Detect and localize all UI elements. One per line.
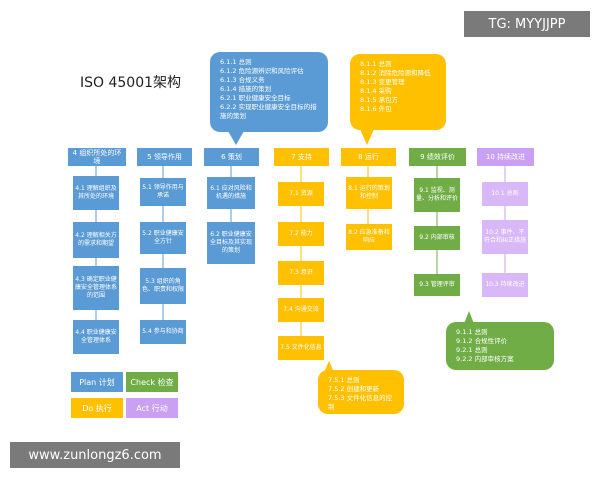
legend-do: Do 执行	[71, 398, 123, 418]
item-9-1: 9.1 监视、测量、分析和评价	[414, 178, 460, 212]
operation-bubble-tail	[360, 129, 374, 145]
item-7-5: 7.5 文件化信息	[278, 336, 324, 360]
item-4-4: 4.4 职业健康安全管理体系	[73, 320, 119, 354]
item-7-4: 7.4 沟通交流	[278, 298, 324, 322]
planning-bubble-tail	[228, 131, 244, 145]
header-evaluation: 9 绩效评价	[409, 148, 466, 166]
legend-act: Act 行动	[126, 398, 178, 418]
item-5-2: 5.2 职业健康安全方针	[140, 222, 186, 254]
item-9-3: 9.3 管理评审	[414, 274, 460, 296]
item-5-4: 5.4 参与和协商	[140, 320, 186, 344]
page-title: ISO 45001架构	[80, 75, 182, 91]
watermark-top: TG: MYYJJPP	[464, 11, 590, 37]
planning-bubble: 6.1.1 总则 6.1.2 危险源辨识和风险评估 6.1.3 合规义务 6.1…	[210, 52, 328, 132]
header-planning: 6 策划	[204, 148, 259, 166]
item-4-3: 4.3 确定职业健康安全管理体系的范围	[73, 266, 119, 310]
item-10-1: 10.1 总则	[482, 182, 528, 206]
evaluation-bubble: 9.1.1 总则 9.1.2 合规性评价 9.2.1 总则 9.2.2 内部审核…	[446, 322, 554, 370]
item-10-2: 10.2 事件、不符合和纠正措施	[482, 220, 528, 254]
legend-plan: Plan 计划	[71, 372, 123, 392]
item-7-1: 7.1 资源	[278, 182, 324, 206]
item-10-3: 10.3 持续改进	[482, 273, 528, 297]
watermark-bottom: www.zunlongz6.com	[10, 442, 180, 468]
header-operation: 8 运行	[341, 148, 396, 166]
item-4-1: 4.1 理解组织及其所处的环境	[73, 176, 119, 210]
item-7-3: 7.3 意识	[278, 261, 324, 285]
item-5-3: 5.3 组织的角色、职责和权限	[140, 268, 186, 304]
item-6-1: 6.1 应对风险和机遇的措施	[207, 177, 255, 209]
operation-bubble: 8.1.1 总则 8.1.2 消除危险源和降低 8.1.3 变更管理 8.1.4…	[350, 54, 446, 130]
header-context: 4 组织所处的环境	[68, 148, 126, 166]
item-6-2: 6.2 职业健康安全目标及其实现的策划	[207, 222, 255, 264]
item-8-2: 8.2 应急准备和响应	[346, 224, 392, 250]
item-9-2: 9.2 内部审核	[414, 226, 460, 250]
legend-check: Check 检查	[126, 372, 178, 392]
support-bubble: 7.5.1 总则 7.5.2 创建和更新 7.5.3 文件化信息的控制	[318, 370, 404, 414]
item-7-2: 7.2 能力	[278, 222, 324, 246]
item-4-2: 4.2 理解相关方的需求和期望	[73, 222, 119, 258]
header-support: 7 支持	[274, 148, 329, 166]
header-leadership: 5 领导作用	[137, 148, 192, 166]
header-improvement: 10 持续改进	[477, 148, 534, 166]
item-8-1: 8.1 运行的策划和控制	[346, 177, 392, 209]
item-5-1: 5.1 领导作用与承诺	[140, 178, 186, 206]
